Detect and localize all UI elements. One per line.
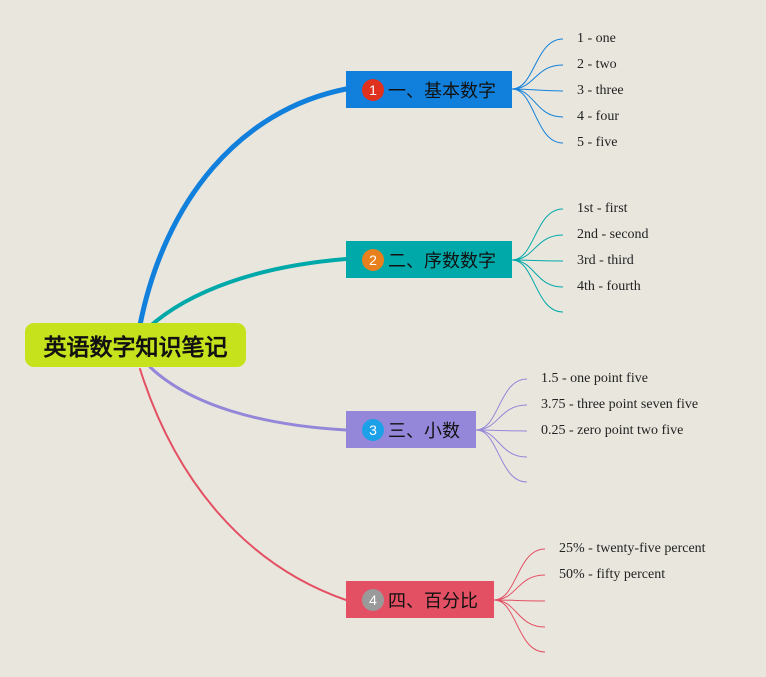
leaf-item[interactable]: 25% - twenty-five percent <box>559 541 706 556</box>
topic-label: 一、基本数字 <box>388 80 496 102</box>
leaf-item[interactable]: 3.75 - three point seven five <box>541 397 699 412</box>
leaf-connector <box>475 378 528 431</box>
topic-label: 四、百分比 <box>388 590 478 612</box>
leaf-connector <box>493 599 546 628</box>
leaf-connector <box>511 88 564 144</box>
leaf-item[interactable]: 1.5 - one point five <box>541 371 648 386</box>
number-badge-icon: 2 <box>362 248 384 271</box>
leaf-item[interactable]: 2nd - second <box>577 227 649 242</box>
topic-label: 三、小数 <box>388 420 460 442</box>
leaf-connector <box>493 574 546 601</box>
leaf-connector <box>511 208 564 261</box>
leaf-connector <box>511 64 564 90</box>
leaf-item[interactable]: 1 - one <box>577 31 616 46</box>
number-badge-icon: 3 <box>362 418 384 441</box>
leaf-connector <box>511 259 564 313</box>
branch-connector-4 <box>139 368 347 601</box>
leaf-item[interactable]: 5 - five <box>577 135 618 150</box>
root-title: 英语数字知识笔记 <box>43 335 228 361</box>
branch-connector-1 <box>137 86 349 328</box>
number-badge-icon: 1 <box>362 78 384 101</box>
root-node[interactable]: 英语数字知识笔记 <box>25 323 246 367</box>
leaf-item[interactable]: 4 - four <box>577 109 619 124</box>
leaf-connector <box>511 234 564 261</box>
branch-connector-3 <box>148 365 348 432</box>
leaf-connector <box>511 259 564 288</box>
leaf-item[interactable]: 1st - first <box>577 201 628 216</box>
leaf-item[interactable]: 3 - three <box>577 83 624 98</box>
leaf-item[interactable]: 4th - fourth <box>577 279 641 294</box>
leaf-item[interactable]: 0.25 - zero point two five <box>541 423 684 438</box>
leaf-connector <box>475 429 528 483</box>
branch-connector-2 <box>146 257 348 330</box>
leaf-item[interactable]: 50% - fifty percent <box>559 567 666 582</box>
leaf-connector <box>493 548 546 601</box>
leaf-connector <box>511 38 564 90</box>
leaf-item[interactable]: 3rd - third <box>577 253 634 268</box>
number-badge-icon: 4 <box>362 588 384 611</box>
leaf-item[interactable]: 2 - two <box>577 57 617 72</box>
leaf-connector <box>511 88 564 118</box>
topic-label: 二、序数数字 <box>388 250 496 272</box>
leaf-connector <box>475 429 528 458</box>
leaf-connector <box>493 599 546 653</box>
leaf-connector <box>475 404 528 431</box>
